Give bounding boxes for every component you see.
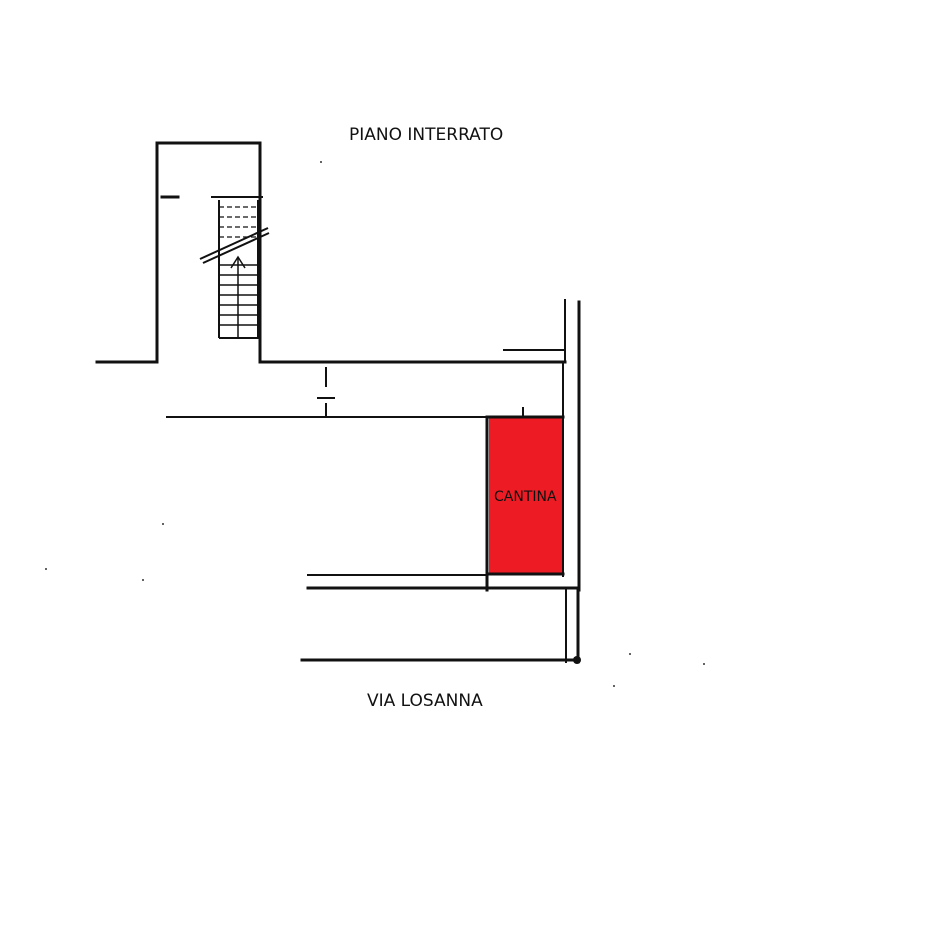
corner-post [573, 656, 581, 664]
room-label-cantina: CANTINA [494, 489, 557, 505]
scan-specks [45, 161, 705, 687]
floor-title: PIANO INTERRATO [349, 125, 504, 145]
staircase [199, 200, 270, 339]
cellar-highlight [489, 418, 563, 574]
street-label: VIA LOSANNA [367, 691, 483, 711]
wall-lines [95, 141, 581, 664]
